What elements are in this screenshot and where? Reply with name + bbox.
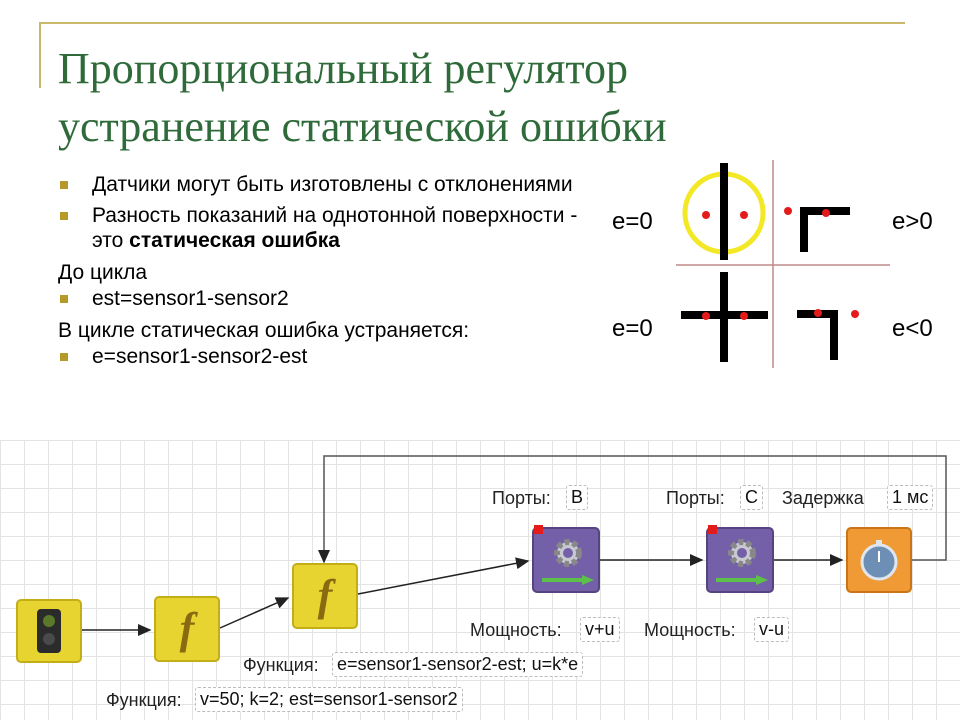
loop-wire <box>318 455 947 564</box>
sensor-dot <box>822 209 830 217</box>
bullet-text: Датчики могут быть изготовлены с отклоне… <box>92 173 573 196</box>
function-label: Функция: <box>243 655 319 675</box>
sensor-dot <box>851 310 859 318</box>
line-corner-right <box>800 207 850 252</box>
stopwatch-icon <box>860 540 898 581</box>
switch-block[interactable] <box>16 599 82 663</box>
sensor-figure: e=0 e>0 e=0 e<0 <box>612 160 933 368</box>
sensor-dot <box>784 207 792 215</box>
bullet-item: Разность показаний на однотонной поверхн… <box>58 203 598 253</box>
ports-value[interactable]: C <box>740 485 763 510</box>
ports-label: Порты: <box>492 488 551 508</box>
plain-line: В цикле статическая ошибка устраняется: <box>58 319 470 342</box>
title-line-2: устранение статической ошибки <box>58 102 667 151</box>
bullet-square-icon <box>60 295 68 303</box>
wire <box>357 557 530 595</box>
gear-icon <box>728 539 756 567</box>
bullet-item: Датчики могут быть изготовлены с отклоне… <box>58 172 598 197</box>
sensor-dot <box>702 211 710 219</box>
port-indicator <box>534 525 543 534</box>
arrow-right-icon <box>716 575 768 585</box>
line-corner-left <box>797 310 838 360</box>
function-expression[interactable]: e=sensor1-sensor2-est; u=k*e <box>332 652 584 677</box>
error-label: e<0 <box>892 315 933 342</box>
slide-frame-left <box>39 22 41 88</box>
sensor-dot <box>740 312 748 320</box>
bullet-text: est=sensor1-sensor2 <box>92 287 289 310</box>
bullet-square-icon <box>60 181 68 189</box>
delay-value[interactable]: 1 мс <box>887 485 934 510</box>
port-indicator <box>708 525 717 534</box>
power-label: Мощность: <box>470 620 562 640</box>
bullet-item: est=sensor1-sensor2 <box>58 286 598 311</box>
bullet-item: e=sensor1-sensor2-est <box>58 344 598 369</box>
bullet-text: e=sensor1-sensor2-est <box>92 345 308 368</box>
slide-title: Пропорциональный регулятор устранение ст… <box>58 40 667 156</box>
title-line-1: Пропорциональный регулятор <box>58 44 629 93</box>
function-block-error[interactable]: f <box>292 563 358 629</box>
sensor-dot <box>814 309 822 317</box>
slide-frame-top <box>39 22 905 24</box>
gear-icon <box>554 539 582 567</box>
function-block-init[interactable]: f <box>154 596 220 662</box>
bullet-square-icon <box>60 353 68 361</box>
delay-block[interactable] <box>846 527 912 593</box>
traffic-light-icon <box>37 609 61 653</box>
function-expression[interactable]: v=50; k=2; est=sensor1-sensor2 <box>195 687 463 712</box>
power-label: Мощность: <box>644 620 736 640</box>
bullet-list: Датчики могут быть изготовлены с отклоне… <box>58 172 598 369</box>
motor-block-b[interactable] <box>532 527 600 593</box>
error-label: e=0 <box>612 315 653 342</box>
sensor-dot <box>702 312 710 320</box>
power-value[interactable]: v+u <box>580 617 620 642</box>
function-f-icon: f <box>179 604 195 653</box>
error-label: e>0 <box>892 208 933 235</box>
wire <box>219 597 290 629</box>
function-label: Функция: <box>106 690 182 710</box>
bullet-square-icon <box>60 212 68 220</box>
bullet-text: Разность показаний на однотонной поверхн… <box>92 204 578 252</box>
delay-label: Задержка <box>782 488 864 508</box>
power-value[interactable]: v-u <box>754 617 790 642</box>
sensor-dot <box>740 211 748 219</box>
bold-phrase: статическая ошибка <box>129 229 340 252</box>
arrow-right-icon <box>542 575 594 585</box>
error-label: e=0 <box>612 208 653 235</box>
motor-block-c[interactable] <box>706 527 774 593</box>
function-f-icon: f <box>317 571 333 620</box>
ports-value[interactable]: B <box>566 485 589 510</box>
ports-label: Порты: <box>666 488 725 508</box>
plain-line: До цикла <box>58 261 148 284</box>
